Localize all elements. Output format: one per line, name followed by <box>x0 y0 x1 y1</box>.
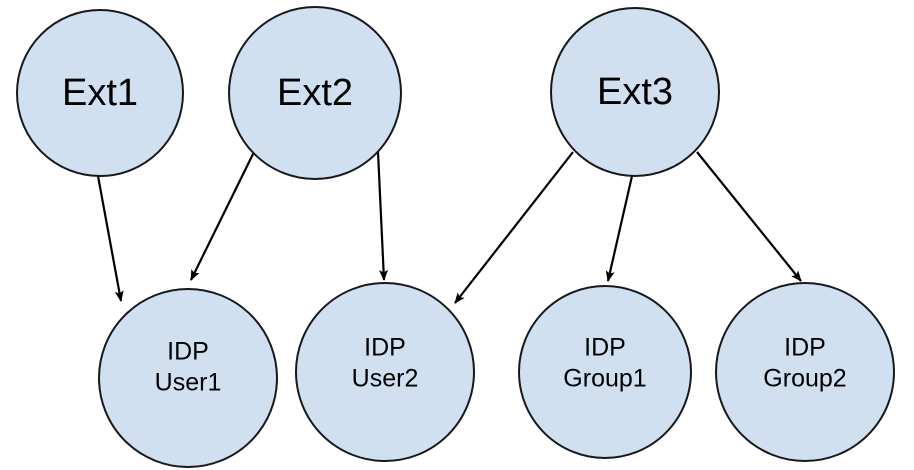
node-idp-user1[interactable]: IDP User1 <box>98 288 278 468</box>
node-idp-group2-label-line1: IDP <box>784 334 826 362</box>
node-idp-group2-shape[interactable] <box>715 282 895 462</box>
node-ext1[interactable]: Ext1 <box>16 9 184 177</box>
edge-layer <box>96 151 802 304</box>
node-ext1-shape[interactable] <box>16 9 184 177</box>
node-idp-user1-shape[interactable] <box>98 288 278 468</box>
node-idp-user1-label-line1: IDP <box>167 338 209 366</box>
edge-ext3-to-idp-group1[interactable] <box>605 175 634 282</box>
edge-ext2-to-idp-user2[interactable] <box>376 151 389 281</box>
edge-ext2-to-idp-user1[interactable] <box>190 151 255 281</box>
node-ext2-shape[interactable] <box>228 6 402 180</box>
node-idp-group1[interactable]: IDP Group1 <box>518 285 692 459</box>
node-idp-user2[interactable]: IDP User2 <box>295 282 475 462</box>
node-idp-user2-label-line1: IDP <box>364 334 406 362</box>
node-ext3-label: Ext3 <box>597 71 673 113</box>
node-ext3[interactable]: Ext3 <box>550 7 720 177</box>
node-idp-user1-label-line2: User1 <box>155 369 222 397</box>
node-ext2[interactable]: Ext2 <box>228 6 402 180</box>
node-idp-group1-shape[interactable] <box>518 285 692 459</box>
node-idp-user2-label-line2: User2 <box>352 365 419 393</box>
node-ext1-label: Ext1 <box>62 72 138 114</box>
node-idp-user2-shape[interactable] <box>295 282 475 462</box>
edge-ext1-to-idp-user1[interactable] <box>96 175 124 302</box>
node-ext2-label: Ext2 <box>277 72 353 114</box>
node-layer: Ext1 Ext2 Ext3 IDP User1 IDP User2 IDP G… <box>16 6 895 468</box>
node-idp-group2[interactable]: IDP Group2 <box>715 282 895 462</box>
node-idp-group2-label-line2: Group2 <box>763 365 846 393</box>
node-idp-group1-label-line2: Group1 <box>563 365 646 393</box>
edge-ext3-to-idp-group2[interactable] <box>696 151 802 282</box>
node-idp-group1-label-line1: IDP <box>584 334 626 362</box>
edge-ext3-to-idp-user2[interactable] <box>454 151 574 304</box>
node-ext3-shape[interactable] <box>550 7 720 177</box>
